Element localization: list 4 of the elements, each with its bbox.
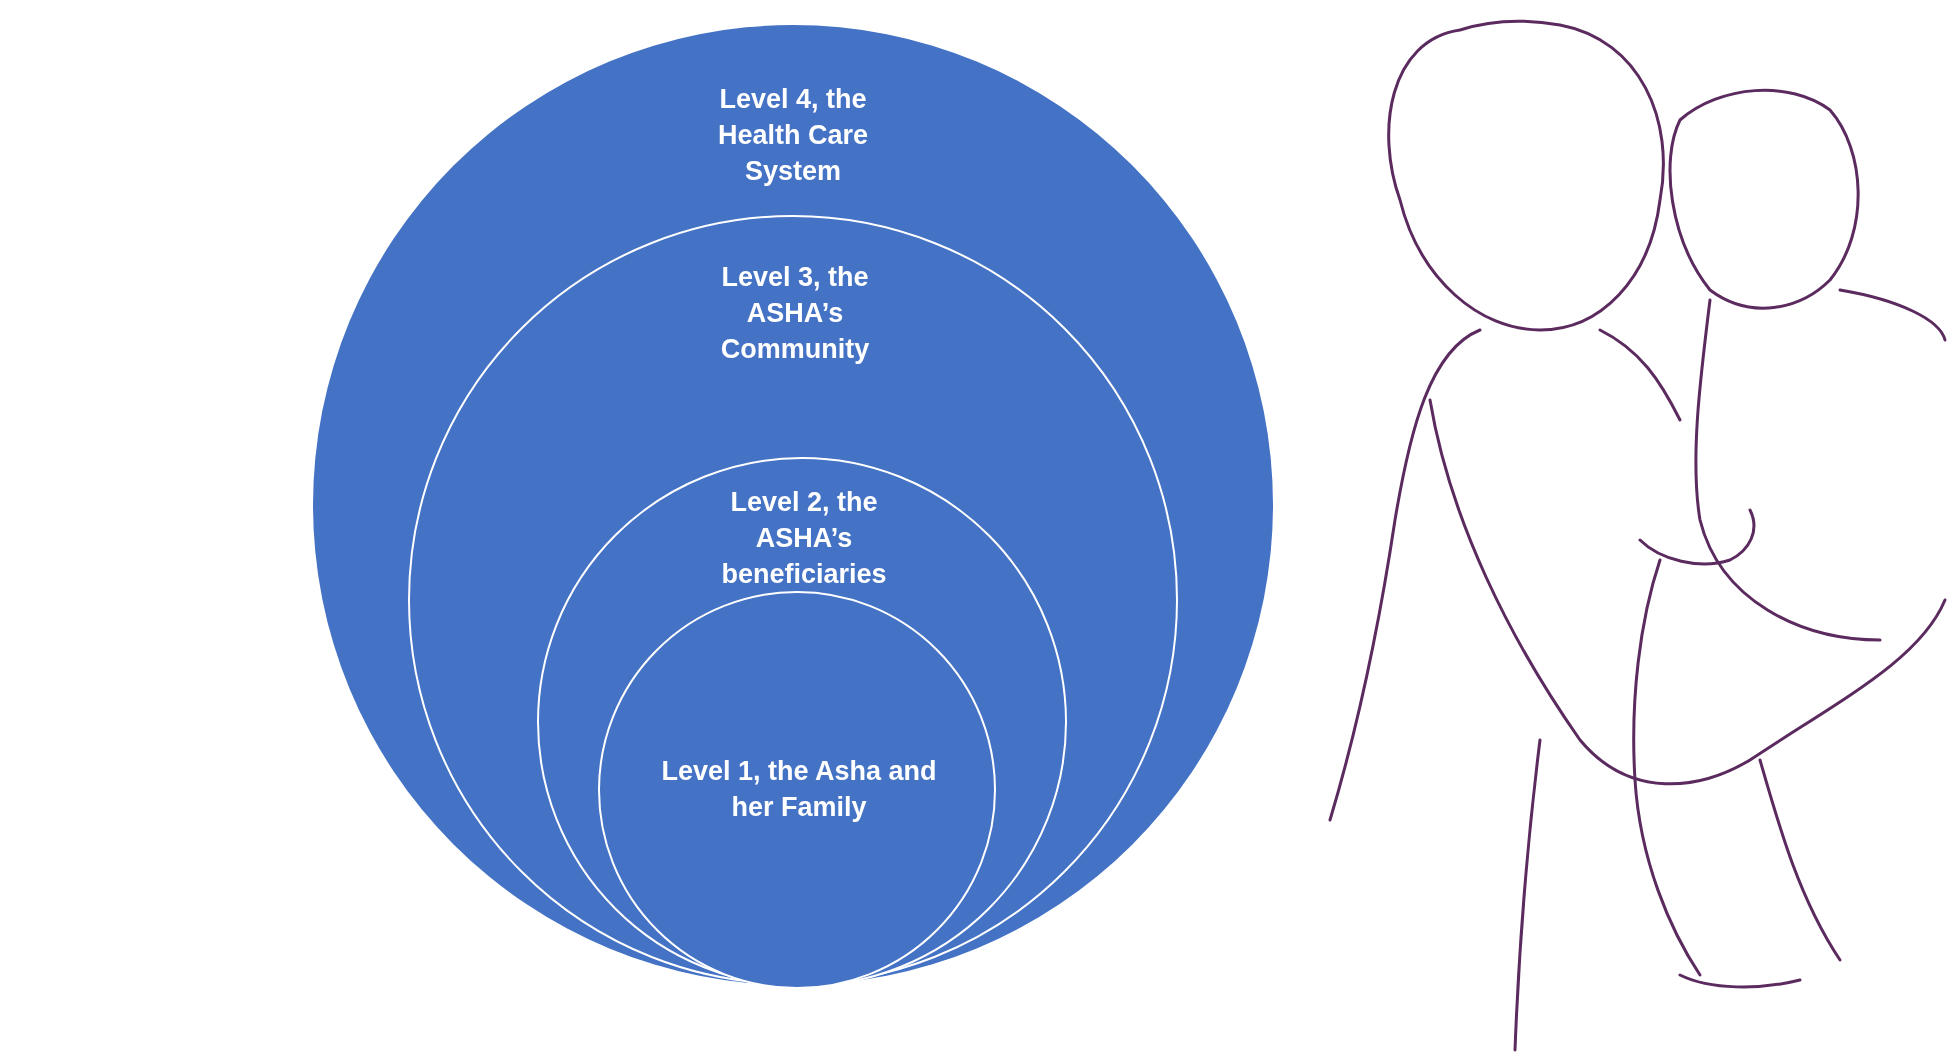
level-label: Level 2, the ASHA’s beneficiaries <box>720 486 888 591</box>
level-label: Level 3, the ASHA’s Community <box>719 261 871 366</box>
level-label: Level 1, the Asha and her Family <box>660 755 938 824</box>
level-label: Level 4, the Health Care System <box>716 83 870 188</box>
